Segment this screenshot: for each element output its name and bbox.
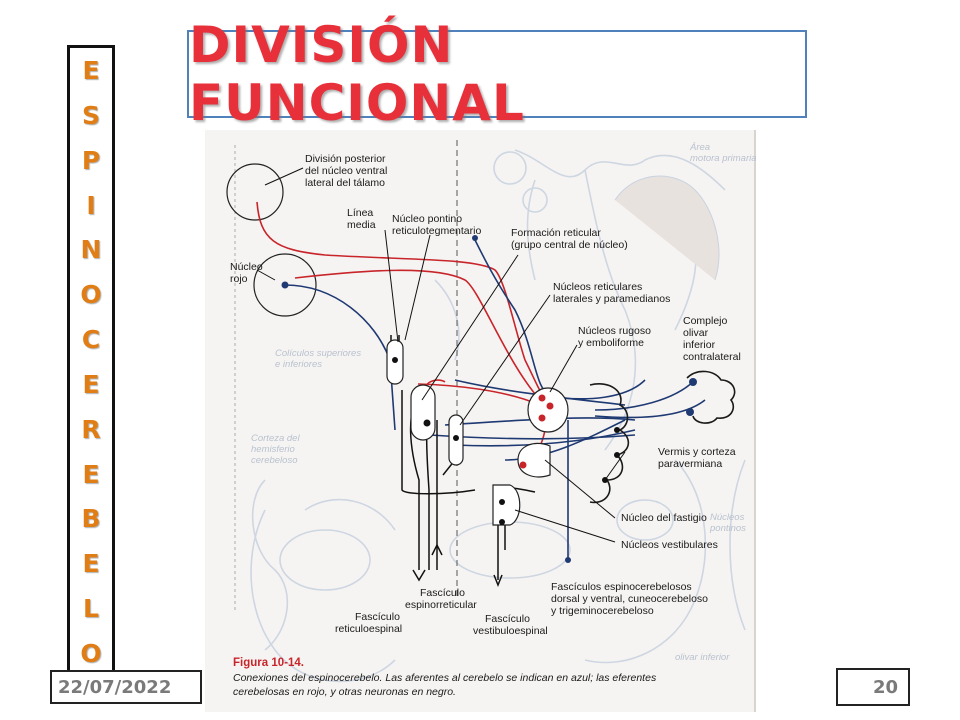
thalamus-circle xyxy=(226,163,284,221)
label-nucleos-vestibulares: Núcleos vestibulares xyxy=(621,539,718,551)
bg-label: olivar inferior xyxy=(675,652,730,663)
vertical-letter: B xyxy=(81,504,101,534)
label-linea-media: media xyxy=(347,219,376,231)
label-fasciculo-vestibuloespinal: vestibuloespinal xyxy=(473,625,548,637)
vertical-letter: E xyxy=(82,56,100,85)
label-complejo-olivar: contralateral xyxy=(683,351,741,363)
label-fasciculos-espinocerebelosos: y trigeminocerebeloso xyxy=(551,605,654,617)
bg-label: cerebeloso xyxy=(251,455,297,466)
interposed-nuclei xyxy=(527,387,569,433)
label-linea-media: Línea xyxy=(347,207,373,219)
label-nucleo-fastigio: Núcleo del fastigio xyxy=(621,512,707,524)
label-nucleos-rugoso: y emboliforme xyxy=(578,337,644,349)
vertical-letter: E xyxy=(82,549,100,579)
olivary-complex xyxy=(686,370,736,424)
vertical-letter: R xyxy=(81,414,101,444)
vertical-letter: N xyxy=(80,235,102,265)
cell-bodies-red xyxy=(519,394,554,469)
bg-label: Colículos superiores xyxy=(275,348,361,359)
vertical-letter: I xyxy=(86,190,96,220)
cell-bodies-blue xyxy=(281,235,697,563)
vestibular-nuclei xyxy=(492,484,521,526)
label-fasciculo-espinorreticular: espinorreticular xyxy=(405,599,477,611)
figure-svg: Área motora primaria Colículos superiore… xyxy=(226,140,756,698)
diagram-labels: División posterior del núcleo ventral la… xyxy=(230,153,741,637)
fastigial-nucleus xyxy=(517,442,551,478)
vertical-title-box: E S P I N O C E R E B E L O xyxy=(67,45,115,673)
bg-label: Corteza del xyxy=(251,433,300,444)
label-division-posterior: del núcleo ventral xyxy=(305,165,387,177)
label-vermis: paravermiana xyxy=(658,458,722,470)
label-formacion-reticular: (grupo central de núcleo) xyxy=(511,239,628,251)
vertical-letter: O xyxy=(80,280,102,310)
bg-label: Núcleos xyxy=(710,512,745,523)
vertical-letter: E xyxy=(82,459,100,489)
label-fasciculo-espinorreticular: Fascículo xyxy=(420,587,465,599)
label-division-posterior: División posterior xyxy=(305,153,386,165)
spinocerebellum-figure: Área motora primaria Colículos superiore… xyxy=(205,130,756,712)
bg-label: motora primaria xyxy=(690,153,756,164)
title-box: DIVISIÓN FUNCIONAL xyxy=(187,16,807,132)
cortex-shading xyxy=(614,175,720,281)
descending-arrows xyxy=(412,543,503,588)
nuclei xyxy=(386,339,569,526)
label-fasciculo-vestibuloespinal: Fascículo xyxy=(485,613,530,625)
label-nucleo-pontino: reticulotegmentario xyxy=(392,225,481,237)
caption-line: Conexiones del espinocerebelo. Las afere… xyxy=(233,672,657,684)
label-formacion-reticular: Formación reticular xyxy=(511,227,601,239)
label-fasciculo-reticuloespinal: reticuloespinal xyxy=(335,623,402,635)
label-fasciculos-espinocerebelosos: Fascículos espinocerebelosos xyxy=(551,581,692,593)
label-complejo-olivar: inferior xyxy=(683,339,716,351)
label-division-posterior: lateral del tálamo xyxy=(305,177,385,189)
label-complejo-olivar: Complejo xyxy=(683,315,728,327)
red-nucleus-circle xyxy=(253,253,317,317)
label-nucleo-pontino: Núcleo pontino xyxy=(392,213,462,225)
vertical-letter: L xyxy=(83,594,99,624)
bg-label: pontinos xyxy=(709,523,746,534)
bg-label: Área xyxy=(689,142,710,153)
label-nucleos-rugoso: Núcleos rugoso xyxy=(578,325,651,337)
caption-title: Figura 10-14. xyxy=(233,657,304,669)
label-nucleo-rojo: Núcleo xyxy=(230,261,263,273)
leader-lines xyxy=(256,167,626,543)
vertical-letter: C xyxy=(81,325,101,355)
caption-line: cerebelosas en rojo, y otras neuronas en… xyxy=(233,686,456,698)
reticular-nucleus xyxy=(410,384,436,441)
vertical-letter: P xyxy=(81,145,101,175)
label-nucleos-reticulares: Núcleos reticulares xyxy=(553,281,642,293)
bg-label: e inferiores xyxy=(275,359,322,370)
vertical-letter: O xyxy=(80,638,102,668)
page-number: 20 xyxy=(836,668,910,706)
vertical-letter: E xyxy=(82,369,100,399)
label-vermis: Vermis y corteza xyxy=(658,446,736,458)
label-fasciculo-reticuloespinal: Fascículo xyxy=(355,611,400,623)
date-footer: 22/07/2022 xyxy=(50,670,202,704)
vertical-letter: S xyxy=(81,100,100,130)
label-nucleos-reticulares: laterales y paramedianos xyxy=(553,293,670,305)
label-nucleo-rojo: rojo xyxy=(230,273,248,285)
background-labels: Área motora primaria Colículos superiore… xyxy=(251,142,756,663)
cerebellar-folia xyxy=(589,383,630,504)
label-complejo-olivar: olivar xyxy=(683,327,709,339)
slide-title: DIVISIÓN FUNCIONAL xyxy=(189,16,525,132)
bg-label: hemisferio xyxy=(251,444,295,455)
label-fasciculos-espinocerebelosos: dorsal y ventral, cuneocerebeloso xyxy=(551,593,708,605)
cell-bodies-black xyxy=(392,357,620,525)
